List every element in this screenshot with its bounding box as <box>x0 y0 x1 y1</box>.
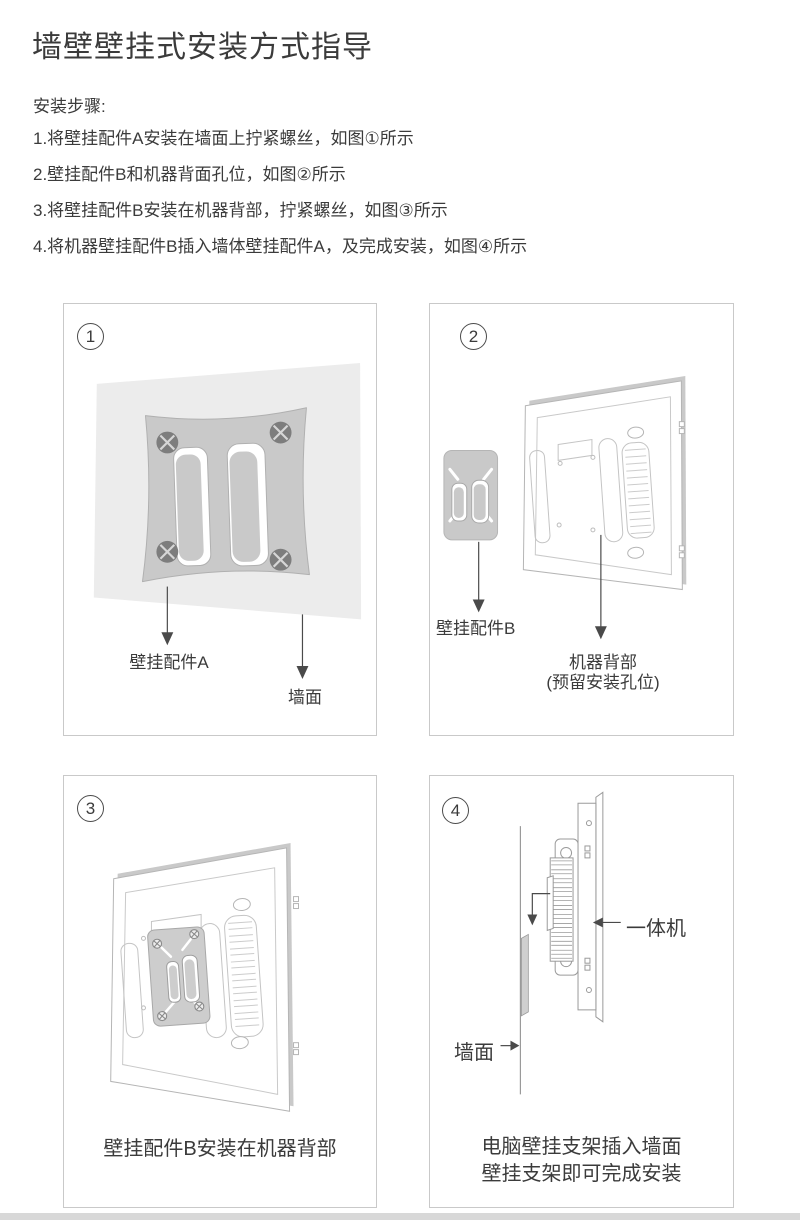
label-machine-back: 机器背部 <box>569 653 637 672</box>
panel-step-4: 4 <box>429 775 734 1208</box>
insert-down-arrow-icon <box>527 893 551 926</box>
step-item-1: 1.将壁挂配件A安装在墙面上拧紧螺丝，如图①所示 <box>33 129 414 148</box>
screw-icon <box>156 421 292 571</box>
wall-bracket-side-icon <box>520 933 529 1017</box>
panel-4-caption-line2: 壁挂支架即可完成安装 <box>481 1163 682 1185</box>
step-item-2: 2.壁挂配件B和机器背面孔位，如图②所示 <box>33 165 346 184</box>
side-port-icon <box>584 845 591 971</box>
screw-icon <box>152 929 205 1022</box>
page-title: 墙壁壁挂式安装方式指导 <box>32 31 373 64</box>
arrow-down-icon <box>594 534 607 640</box>
hook-plate-icon <box>546 875 554 932</box>
bracket-a-on-wall-diagram <box>93 363 362 679</box>
step-item-4: 4.将机器壁挂配件B插入墙体壁挂配件A，及完成安装，如图④所示 <box>33 237 528 256</box>
step-3-number-badge: 3 <box>77 795 104 822</box>
label-bracket-a: 壁挂配件A <box>129 653 209 672</box>
slot-icon <box>166 954 201 1003</box>
step-2-number-badge: 2 <box>460 323 487 350</box>
side-port-icon <box>678 421 685 559</box>
arrow-right-icon <box>500 1040 520 1051</box>
arrow-down-icon <box>296 614 309 679</box>
machine-back-icon <box>522 375 687 591</box>
side-view-installation-diagram <box>500 791 621 1095</box>
step-1-number-badge: 1 <box>77 323 104 350</box>
steps-heading: 安装步骤: <box>33 97 106 116</box>
panel-3-caption: 壁挂配件B安装在机器背部 <box>103 1138 337 1160</box>
vent-grille-icon <box>224 914 264 1038</box>
panel-step-3: 3 <box>63 775 377 1208</box>
slot-icon <box>173 446 212 567</box>
label-wall: 墙面 <box>454 1042 494 1064</box>
panel-step-1: 1 <box>63 303 377 736</box>
side-port-icon <box>293 896 299 1056</box>
panel-step-2: 2 <box>429 303 734 736</box>
wall-bracket-a-icon <box>142 407 310 583</box>
slot-icon <box>451 479 490 524</box>
step-item-3: 3.将壁挂配件B安装在机器背部，拧紧螺丝，如图③所示 <box>33 201 448 220</box>
arrow-down-icon <box>161 586 174 646</box>
bracket-b-and-machine-diagram <box>443 375 687 640</box>
bottom-divider <box>0 1213 800 1220</box>
label-machine-back-sub: (预留安装孔位) <box>546 673 660 692</box>
mounted-bracket-b-icon <box>147 926 211 1027</box>
machine-side-icon <box>546 791 604 1023</box>
panel-4-caption-line1: 电脑壁挂支架插入墙面 <box>481 1136 682 1158</box>
arrow-left-icon <box>592 917 621 928</box>
vent-grille-icon <box>621 441 655 539</box>
label-all-in-one-machine: 一体机 <box>626 918 686 940</box>
label-bracket-b: 壁挂配件B <box>436 619 516 638</box>
bracket-b-installed-diagram <box>110 842 299 1112</box>
wall-bracket-b-icon <box>443 449 499 541</box>
arrow-down-icon <box>472 541 485 613</box>
slot-icon <box>226 442 269 567</box>
vesa-hole-icon <box>141 935 146 1011</box>
vesa-hole-icon <box>556 454 596 533</box>
label-wall: 墙面 <box>288 688 322 707</box>
step-4-number-badge: 4 <box>442 797 469 824</box>
